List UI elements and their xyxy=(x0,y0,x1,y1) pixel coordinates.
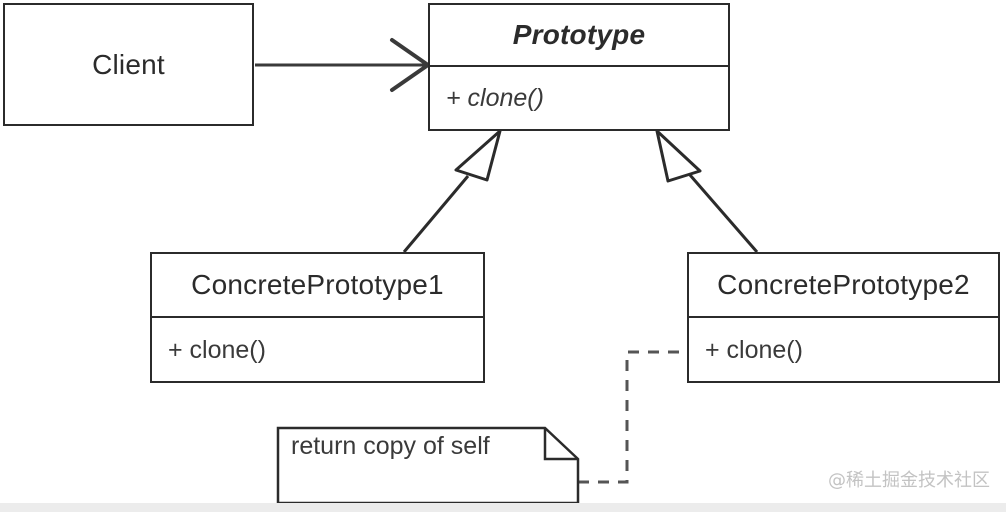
class-box-client[interactable]: Client xyxy=(3,3,254,126)
note-text: return copy of self xyxy=(291,432,490,460)
watermark-label: @稀土掘金技术社区 xyxy=(828,470,990,491)
hollow-triangle-icon xyxy=(454,129,502,182)
generalization-line xyxy=(402,175,470,253)
compartment-divider xyxy=(152,316,483,318)
operation-clone-prototype: + clone() xyxy=(446,83,544,112)
class-name-concreteprototype2: ConcretePrototype2 xyxy=(717,269,970,300)
compartment-divider xyxy=(689,316,998,318)
compartment-divider xyxy=(430,65,728,67)
hollow-triangle-icon xyxy=(655,129,702,183)
prototype-title-compartment: Prototype xyxy=(430,5,728,65)
relation-note-to-concrete2 xyxy=(578,350,687,484)
class-name-concreteprototype1: ConcretePrototype1 xyxy=(191,269,444,300)
note-outline xyxy=(276,426,580,505)
client-title-compartment: Client xyxy=(5,5,252,124)
class-box-prototype[interactable]: Prototype + clone() xyxy=(428,3,730,131)
class-name-client: Client xyxy=(92,48,165,80)
operation-clone-concrete2: + clone() xyxy=(705,335,803,364)
relation-concrete1-to-prototype xyxy=(402,129,502,253)
operation-clone-concrete1: + clone() xyxy=(168,335,266,364)
concrete1-operations-compartment: + clone() xyxy=(152,318,483,382)
generalization-line xyxy=(688,174,759,253)
concrete1-title-compartment: ConcretePrototype1 xyxy=(152,254,483,316)
prototype-operations-compartment: + clone() xyxy=(430,67,728,129)
relation-client-to-prototype xyxy=(255,38,430,92)
relation-concrete2-to-prototype xyxy=(655,129,759,253)
note-fold-icon xyxy=(543,428,578,461)
class-name-prototype: Prototype xyxy=(512,19,646,50)
note-shape xyxy=(276,426,580,505)
concrete2-title-compartment: ConcretePrototype2 xyxy=(689,254,998,316)
class-box-concreteprototype2[interactable]: ConcretePrototype2 + clone() xyxy=(687,252,1000,383)
concrete2-operations-compartment: + clone() xyxy=(689,318,998,382)
bottom-strip xyxy=(0,503,1006,512)
class-box-concreteprototype1[interactable]: ConcretePrototype1 + clone() xyxy=(150,252,485,383)
note-anchor-dashed-line xyxy=(578,350,687,484)
